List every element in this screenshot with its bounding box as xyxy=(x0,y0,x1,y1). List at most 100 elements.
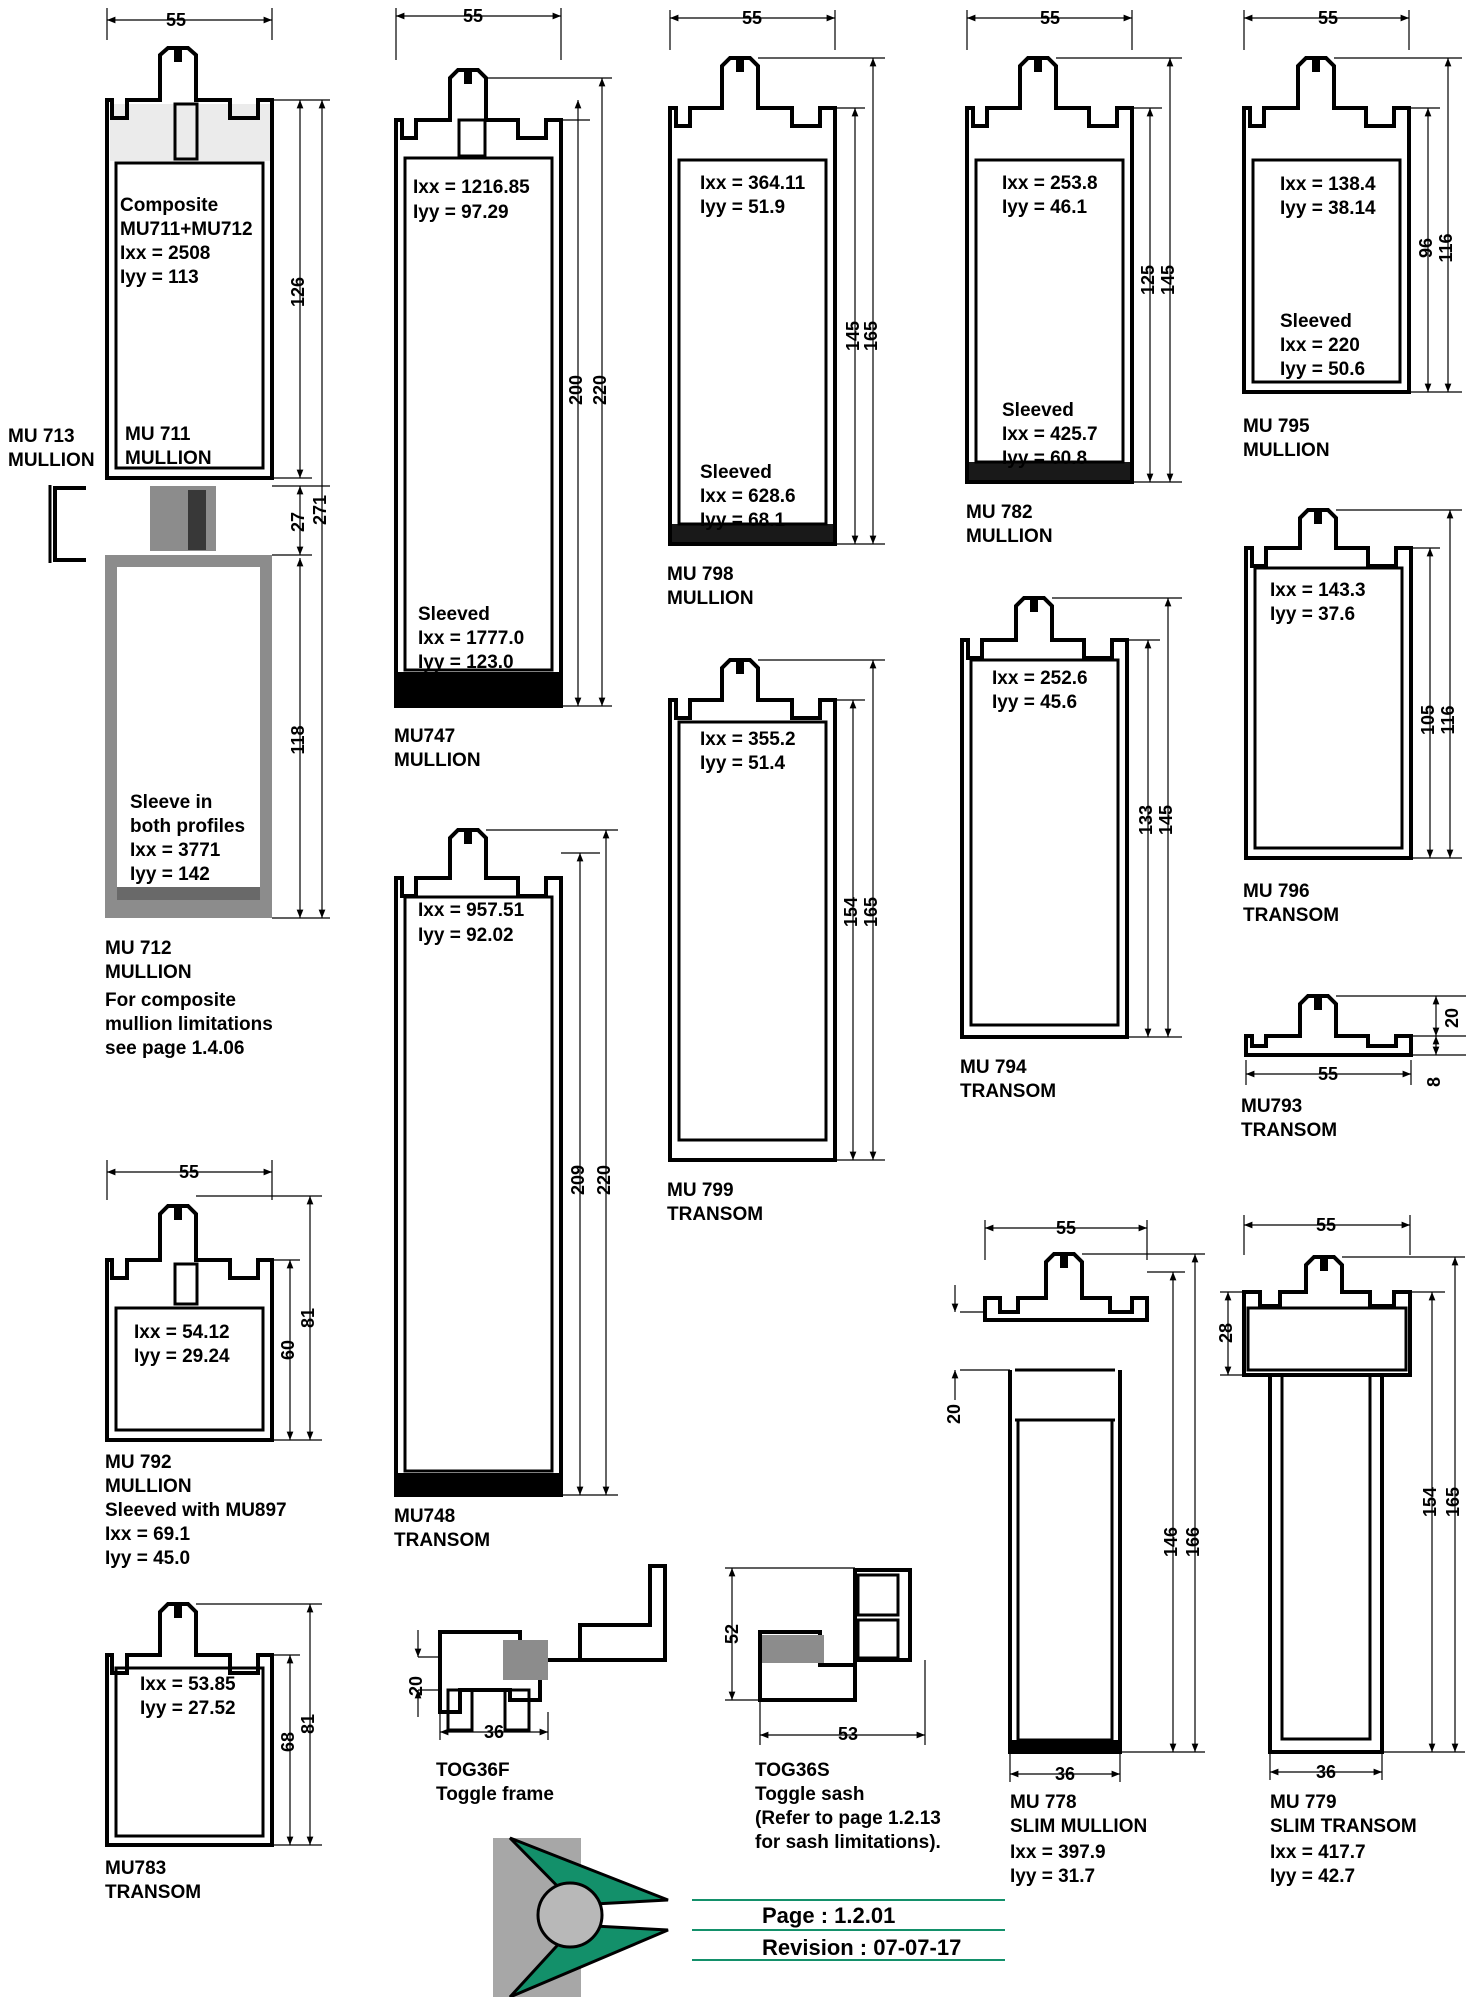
dim-mu795-96: 96 xyxy=(1416,238,1436,258)
dim-mu794-145: 145 xyxy=(1156,805,1176,835)
props-mu794: Ixx = 252.6 Iyy = 45.6 xyxy=(992,668,1093,713)
sleeved-mu782: Sleeved Ixx = 425.7 Iyy = 60.8 xyxy=(1002,400,1103,469)
profile-mu798 xyxy=(668,10,885,546)
dim-mu779-width: 55 xyxy=(1316,1215,1336,1235)
label-tog36f: TOG36F Toggle frame xyxy=(436,1760,554,1805)
sleeved-mu798: Sleeved Ixx = 628.6 Iyy = 68.1 xyxy=(700,462,801,531)
label-mu796: MU 796 TRANSOM xyxy=(1243,881,1339,926)
profile-mu747 xyxy=(394,8,612,708)
label-mu779: MU 779 SLIM TRANSOM Ixx = 417.7 Iyy = 42… xyxy=(1270,1792,1422,1887)
dim-mu711-27: 27 xyxy=(288,512,308,532)
dim-mu792-81: 81 xyxy=(298,1308,318,1328)
label-mu782: MU 782 MULLION xyxy=(966,502,1053,547)
props-mu799: Ixx = 355.2 Iyy = 51.4 xyxy=(700,729,801,774)
revision-date: Revision : 07-07-17 xyxy=(762,1935,961,1960)
dim-mu747-200: 200 xyxy=(566,375,586,405)
dim-mu712-118: 118 xyxy=(288,725,308,754)
profile-tog36s xyxy=(725,1567,926,1745)
label-mu799: MU 799 TRANSOM xyxy=(667,1180,763,1225)
label-mu747: MU747 MULLION xyxy=(394,726,481,771)
props-mu798: Ixx = 364.11 Iyy = 51.9 xyxy=(700,173,810,218)
dim-mu778-146: 146 xyxy=(1161,1527,1181,1557)
label-mu712: MU 712 MULLION For composite mullion lim… xyxy=(105,938,278,1059)
sleeved-mu747: Sleeved Ixx = 1777.0 Iyy = 123.0 xyxy=(418,604,529,673)
profile-mu711 xyxy=(48,8,330,919)
dim-mu798-145: 145 xyxy=(843,321,863,351)
dim-mu793-8: 8 xyxy=(1424,1077,1444,1087)
label-mu792: MU 792 MULLION Sleeved with MU897 Ixx = … xyxy=(105,1452,292,1569)
dim-mu747-width: 55 xyxy=(463,6,483,26)
profile-mu799 xyxy=(668,658,885,1162)
dim-mu799-154: 154 xyxy=(841,897,861,927)
dim-mu779-154: 154 xyxy=(1420,1487,1440,1517)
dim-mu782-125: 125 xyxy=(1138,265,1158,295)
dim-mu747-220: 220 xyxy=(590,375,610,405)
dim-mu799-165: 165 xyxy=(861,897,881,927)
dim-tog36f-36: 36 xyxy=(484,1722,504,1742)
dim-mu793-20: 20 xyxy=(1442,1008,1462,1028)
profile-mu792 xyxy=(105,1160,322,1442)
props-mu747: Ixx = 1216.85 Iyy = 97.29 xyxy=(413,177,535,223)
footer: Page : 1.2.01 Revision : 07-07-17 xyxy=(762,1903,961,1960)
dim-mu796-105: 105 xyxy=(1418,705,1438,735)
dim-mu782-width: 55 xyxy=(1040,8,1060,28)
dim-mu782-145: 145 xyxy=(1158,265,1178,295)
profile-mu778 xyxy=(951,1220,1205,1782)
sleeved-mu795: Sleeved Ixx = 220 Iyy = 50.6 xyxy=(1280,311,1365,380)
dim-mu795-116: 116 xyxy=(1436,233,1456,262)
dim-mu711-width: 55 xyxy=(166,10,186,30)
dim-mu792-60: 60 xyxy=(278,1340,298,1360)
dim-tog36s-53: 53 xyxy=(838,1724,858,1744)
profile-mu783 xyxy=(105,1602,322,1847)
dim-mu779-36: 36 xyxy=(1316,1762,1336,1782)
dim-mu778-36: 36 xyxy=(1055,1764,1075,1784)
profile-mu712 xyxy=(105,555,272,918)
dim-mu798-width: 55 xyxy=(742,8,762,28)
label-mu713: MU 713 MULLION xyxy=(8,426,95,471)
label-tog36s: TOG36S Toggle sash (Refer to page 1.2.13… xyxy=(755,1760,946,1853)
dim-mu779-28: 28 xyxy=(1216,1323,1236,1343)
label-mu783: MU783 TRANSOM xyxy=(105,1858,201,1903)
profile-mu796 xyxy=(1244,508,1462,860)
label-mu778: MU 778 SLIM MULLION Ixx = 397.9 Iyy = 31… xyxy=(1010,1792,1152,1887)
dim-mu778-width: 55 xyxy=(1056,1218,1076,1238)
label-mu793: MU793 TRANSOM xyxy=(1241,1096,1337,1141)
dim-mu748-220: 220 xyxy=(594,1165,614,1195)
dim-mu711-126: 126 xyxy=(288,277,308,307)
dim-mu794-133: 133 xyxy=(1136,805,1156,835)
dim-mu793-width: 55 xyxy=(1318,1064,1338,1084)
profile-mu795 xyxy=(1242,10,1462,394)
dim-mu778-166: 166 xyxy=(1183,1527,1203,1557)
label-mu795: MU 795 MULLION xyxy=(1243,416,1330,461)
profile-mu793 xyxy=(1244,994,1466,1085)
dim-mu711-271: 271 xyxy=(310,495,330,525)
profile-mu748 xyxy=(394,828,618,1497)
profile-mu779 xyxy=(1220,1215,1465,1780)
props-mu782: Ixx = 253.8 Iyy = 46.1 xyxy=(1002,173,1103,218)
dim-tog36f-20: 20 xyxy=(406,1676,426,1696)
profile-mu782 xyxy=(965,10,1182,484)
dim-mu778-20: 20 xyxy=(944,1404,964,1424)
page-number: Page : 1.2.01 xyxy=(762,1903,895,1928)
company-logo xyxy=(493,1836,1005,1997)
label-mu798: MU 798 MULLION xyxy=(667,564,754,609)
dim-mu792-width: 55 xyxy=(179,1162,199,1182)
props-mu783: Ixx = 53.85 Iyy = 27.52 xyxy=(140,1674,241,1719)
props-mu795: Ixx = 138.4 Iyy = 38.14 xyxy=(1280,174,1381,219)
dim-mu779-165: 165 xyxy=(1443,1487,1463,1517)
profile-mu794 xyxy=(960,596,1182,1039)
props-mu792: Ixx = 54.12 Iyy = 29.24 xyxy=(134,1322,235,1367)
dim-mu783-68: 68 xyxy=(278,1732,298,1752)
label-mu748: MU748 TRANSOM xyxy=(394,1506,490,1551)
dim-mu748-209: 209 xyxy=(568,1165,588,1195)
props-mu712: Sleeve in both profiles Ixx = 3771 Iyy =… xyxy=(130,792,250,885)
profile-tog36f xyxy=(414,1564,667,1740)
dim-mu783-81: 81 xyxy=(298,1714,318,1734)
label-mu794: MU 794 TRANSOM xyxy=(960,1057,1056,1102)
profile-mu713 xyxy=(48,485,86,563)
label-mu711: MU 711 MULLION xyxy=(125,424,212,469)
dim-mu798-165: 165 xyxy=(861,321,881,351)
props-mu748: Ixx = 957.51 Iyy = 92.02 xyxy=(418,900,529,946)
